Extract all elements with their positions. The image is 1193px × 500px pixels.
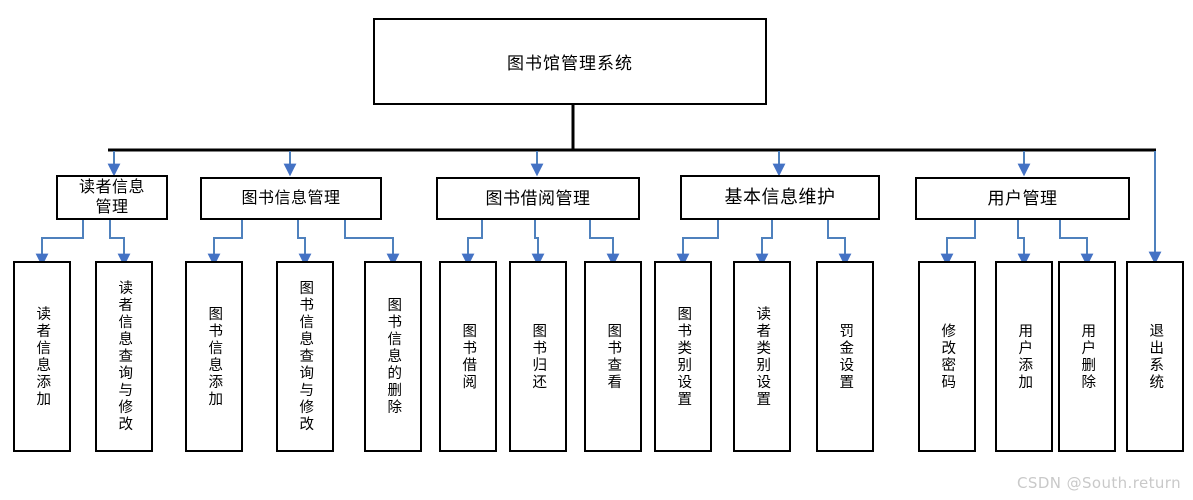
node-label: 图书借阅 [460, 322, 477, 391]
node-book-view[interactable]: 图书查看 [584, 261, 642, 452]
leaf-branch-lines [35, 220, 1094, 267]
node-root[interactable]: 图书馆管理系统 [373, 18, 767, 105]
node-book-borrow-management[interactable]: 图书借阅管理 [436, 177, 640, 220]
node-reader-category-setting[interactable]: 读者类别设置 [733, 261, 791, 452]
trunk-lines [108, 105, 1156, 152]
node-book-return[interactable]: 图书归还 [509, 261, 567, 452]
node-user-add[interactable]: 用户添加 [995, 261, 1053, 452]
node-label: 图书查看 [605, 322, 622, 391]
node-label: 读者类别设置 [754, 305, 771, 408]
level2-branch-lines [107, 151, 1162, 265]
node-label: 图书信息管理 [241, 189, 341, 207]
node-book-borrow[interactable]: 图书借阅 [439, 261, 497, 452]
node-label: 读者信息 管理 [78, 178, 145, 216]
node-label: 罚金设置 [837, 322, 854, 391]
node-label: 读者信息添加 [34, 305, 51, 408]
node-book-info-query-edit[interactable]: 图书信息查询与修改 [276, 261, 334, 452]
node-reader-info-add[interactable]: 读者信息添加 [13, 261, 71, 452]
node-label: 修改密码 [939, 322, 956, 391]
node-reader-info-management[interactable]: 读者信息 管理 [56, 175, 168, 220]
node-label: 图书归还 [530, 322, 547, 391]
node-label: 退出系统 [1147, 322, 1164, 391]
watermark-text: CSDN @South.return [1017, 474, 1181, 492]
node-root-label: 图书馆管理系统 [507, 54, 633, 73]
node-book-info-add[interactable]: 图书信息添加 [185, 261, 243, 452]
node-label: 图书信息查询与修改 [297, 280, 314, 433]
node-book-info-delete[interactable]: 图书信息的删除 [364, 261, 422, 452]
node-label: 用户管理 [987, 188, 1058, 208]
node-user-delete[interactable]: 用户删除 [1058, 261, 1116, 452]
node-basic-info-maintenance[interactable]: 基本信息维护 [680, 175, 880, 220]
node-label: 用户添加 [1016, 322, 1033, 391]
node-reader-info-query-edit[interactable]: 读者信息查询与修改 [95, 261, 153, 452]
node-label: 用户删除 [1079, 322, 1096, 391]
node-fine-setting[interactable]: 罚金设置 [816, 261, 874, 452]
node-label: 图书信息添加 [206, 305, 223, 408]
node-label: 图书借阅管理 [485, 188, 591, 208]
node-change-password[interactable]: 修改密码 [918, 261, 976, 452]
node-label: 图书类别设置 [675, 305, 692, 408]
node-label: 读者信息查询与修改 [116, 280, 133, 433]
node-label: 基本信息维护 [724, 187, 836, 208]
node-book-category-setting[interactable]: 图书类别设置 [654, 261, 712, 452]
node-user-management[interactable]: 用户管理 [915, 177, 1130, 220]
node-book-info-management[interactable]: 图书信息管理 [200, 177, 382, 220]
node-label: 图书信息的删除 [385, 297, 402, 416]
node-exit-system[interactable]: 退出系统 [1126, 261, 1184, 452]
